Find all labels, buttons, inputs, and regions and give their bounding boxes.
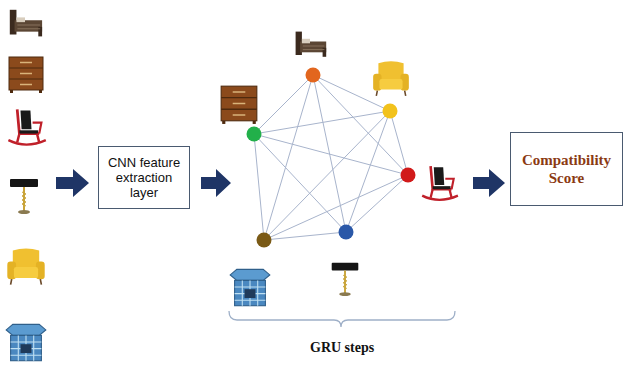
graph-dot	[257, 233, 272, 248]
box-text: Compatibility Score	[517, 151, 616, 187]
box-text: CNN feature extraction layer	[103, 155, 185, 200]
graph-edge	[254, 134, 264, 240]
bracket	[229, 311, 455, 327]
block-arrow	[56, 169, 89, 197]
graph-edge	[254, 134, 408, 175]
bed-icon	[10, 10, 42, 37]
graph-dot	[247, 127, 262, 142]
graph-edges	[254, 75, 408, 240]
graph-edge	[313, 75, 346, 232]
graph-edge	[264, 175, 408, 240]
side-table-icon	[6, 324, 46, 360]
graph-edge	[264, 232, 346, 240]
dresser-icon	[9, 57, 43, 93]
block-arrow	[201, 169, 231, 197]
process-box: CNN feature extraction layer	[98, 146, 190, 209]
graph-edge	[346, 111, 390, 232]
graph-dot	[339, 225, 354, 240]
graph-edge	[346, 175, 408, 232]
graph-edge	[390, 111, 408, 175]
armchair-icon	[373, 61, 409, 96]
graph-edge	[254, 111, 390, 134]
graph-edge	[264, 111, 390, 240]
rocking-chair-icon	[422, 166, 458, 200]
graph-dot	[306, 68, 321, 83]
armchair-icon	[7, 248, 44, 284]
graph-dot	[383, 104, 398, 119]
bed-icon	[296, 32, 327, 57]
graph-dot	[401, 168, 416, 183]
rocking-chair-icon	[8, 109, 45, 144]
graph-edge	[313, 75, 408, 175]
lamp-icon	[332, 263, 359, 296]
dresser-icon	[221, 86, 257, 124]
block-arrow	[473, 169, 505, 197]
output-box: Compatibility Score	[510, 132, 623, 206]
lamp-icon	[10, 179, 38, 214]
graph-edge	[254, 134, 346, 232]
caption-label: GRU steps	[310, 340, 374, 356]
side-table-icon	[230, 269, 270, 305]
